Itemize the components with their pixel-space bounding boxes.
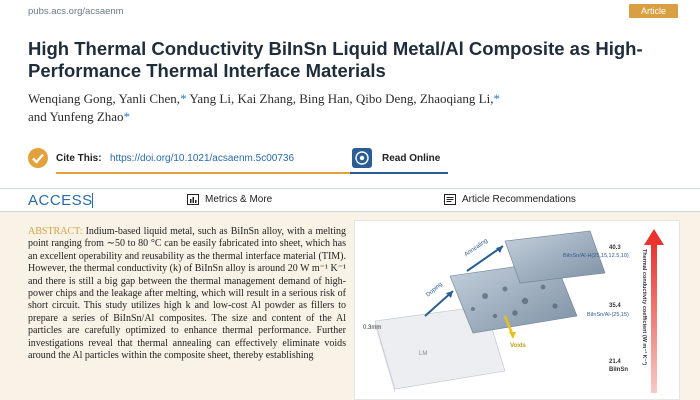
- document-list-icon: [444, 194, 456, 205]
- voids-label: Voids: [510, 343, 526, 349]
- recommendations-label: Article Recommendations: [462, 194, 576, 205]
- annealed-sheet: [504, 230, 606, 284]
- read-online-button[interactable]: Read Online: [350, 145, 470, 174]
- abstract-body: Indium-based liquid metal, such as BiInS…: [28, 226, 346, 362]
- label-bottom: BiInSn: [609, 367, 628, 373]
- cite-underline: [56, 172, 371, 174]
- access-divider: [92, 193, 93, 208]
- article-recommendations-button[interactable]: Article Recommendations: [444, 194, 576, 205]
- conductivity-arrow: [651, 243, 657, 393]
- cite-label: Cite This:: [56, 153, 102, 164]
- journal-url[interactable]: pubs.acs.org/acsaenm: [28, 6, 124, 17]
- doi-link[interactable]: https://doi.org/10.1021/acsaenm.5c00736: [110, 153, 295, 164]
- lm-label: LM: [419, 351, 428, 357]
- corresponding-star-3: *: [123, 109, 131, 124]
- label-mid: BiInSn/Al-(25,15): [587, 312, 629, 318]
- authors-part-3[interactable]: and Yunfeng Zhao: [28, 109, 124, 124]
- corresponding-star-1: *: [180, 91, 187, 106]
- corresponding-star-2: *: [493, 91, 500, 106]
- bar-chart-icon: [187, 194, 199, 205]
- value-bottom: 21.4: [609, 359, 621, 365]
- checkmark-icon: [28, 148, 48, 168]
- figure-illustration: [374, 229, 664, 393]
- access-label: ACCESS: [28, 192, 93, 209]
- read-online-label: Read Online: [382, 153, 441, 164]
- authors-part-2[interactable]: Yang Li, Kai Zhang, Bing Han, Qibo Deng,…: [186, 91, 494, 106]
- globe-icon: [352, 148, 372, 168]
- abstract-text: ABSTRACT: Indium-based liquid metal, suc…: [28, 226, 346, 362]
- cite-this[interactable]: Cite This: https://doi.org/10.1021/acsae…: [28, 145, 448, 174]
- article-type-badge: Article: [628, 4, 678, 18]
- thickness-label: 0.3mm: [363, 325, 382, 331]
- value-mid: 35.4: [609, 303, 621, 309]
- read-online-underline: [350, 172, 448, 174]
- arrow-axis-label: Thermal conductivity coefficient (W m⁻¹ …: [641, 249, 647, 366]
- author-list: Wenqiang Gong, Yanli Chen,* Yang Li, Kai…: [28, 90, 668, 126]
- annealing-arrow: [466, 245, 504, 272]
- label-top: BiInSn/Al-H(25,15,12.5,10): [563, 253, 629, 259]
- metrics-more-button[interactable]: Metrics & More: [187, 194, 273, 205]
- abstract-heading: ABSTRACT:: [28, 226, 83, 237]
- article-title: High Thermal Conductivity BiInSn Liquid …: [28, 38, 643, 81]
- conductivity-arrowhead: [644, 229, 664, 245]
- al-particles: [471, 284, 558, 319]
- authors-part-1[interactable]: Wenqiang Gong, Yanli Chen,: [28, 91, 181, 106]
- graphical-abstract-figure[interactable]: Doping Annealing Voids 0.3mm LM 40.3 BiI…: [354, 220, 680, 400]
- access-bar: ACCESS Metrics & More Article Recommenda…: [0, 188, 700, 212]
- metrics-label: Metrics & More: [205, 194, 273, 205]
- value-top: 40.3: [609, 245, 621, 251]
- lm-sheet-edge: [375, 321, 395, 393]
